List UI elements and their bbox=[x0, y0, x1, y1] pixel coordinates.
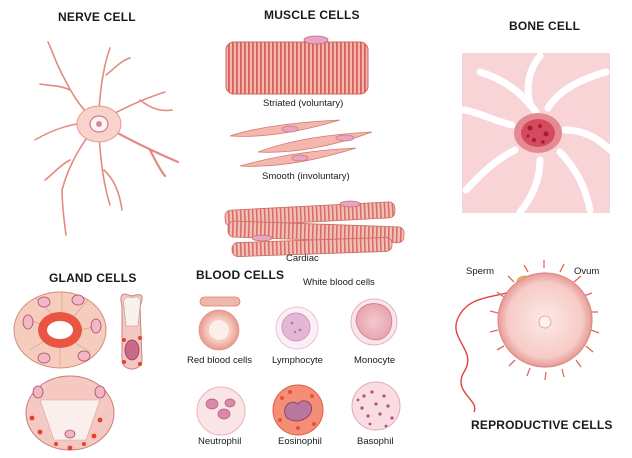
striated-muscle-drawing bbox=[225, 35, 369, 95]
basophil-cell bbox=[351, 381, 401, 431]
nerve-cell-heading: NERVE CELL bbox=[58, 10, 136, 24]
gland-cells-heading: GLAND CELLS bbox=[49, 271, 137, 285]
cardiac-muscle-drawing bbox=[224, 200, 405, 257]
gland-cells-drawing bbox=[13, 291, 143, 451]
white-blood-cells-label: White blood cells bbox=[303, 277, 375, 288]
blood-cells-heading: BLOOD CELLS bbox=[196, 268, 285, 282]
cardiac-muscle-label: Cardiac bbox=[286, 253, 319, 264]
red-blood-cells-label: Red blood cells bbox=[187, 355, 252, 366]
basophil-label: Basophil bbox=[357, 436, 394, 447]
monocyte-label: Monocyte bbox=[354, 355, 396, 366]
smooth-muscle-label: Smooth (involuntary) bbox=[262, 171, 350, 182]
reproductive-cells-heading: REPRODUCTIVE CELLS bbox=[471, 418, 613, 432]
smooth-muscle-drawing bbox=[229, 119, 373, 167]
blood-cells-drawing bbox=[196, 296, 401, 436]
neutrophil-label: Neutrophil bbox=[198, 436, 242, 447]
muscle-cells-heading: MUSCLE CELLS bbox=[264, 8, 360, 22]
sperm-label: Sperm bbox=[466, 266, 494, 277]
lymphocyte-label: Lymphocyte bbox=[272, 355, 323, 366]
red-blood-cell-side bbox=[199, 296, 241, 307]
bone-cell-heading: BONE CELL bbox=[509, 19, 581, 33]
eosinophil-label: Eosinophil bbox=[278, 436, 322, 447]
striated-muscle-label: Striated (voluntary) bbox=[263, 98, 344, 109]
reproductive-cells-drawing bbox=[455, 260, 600, 413]
ovum-label: Ovum bbox=[574, 266, 600, 277]
bone-cell-drawing bbox=[460, 52, 614, 216]
